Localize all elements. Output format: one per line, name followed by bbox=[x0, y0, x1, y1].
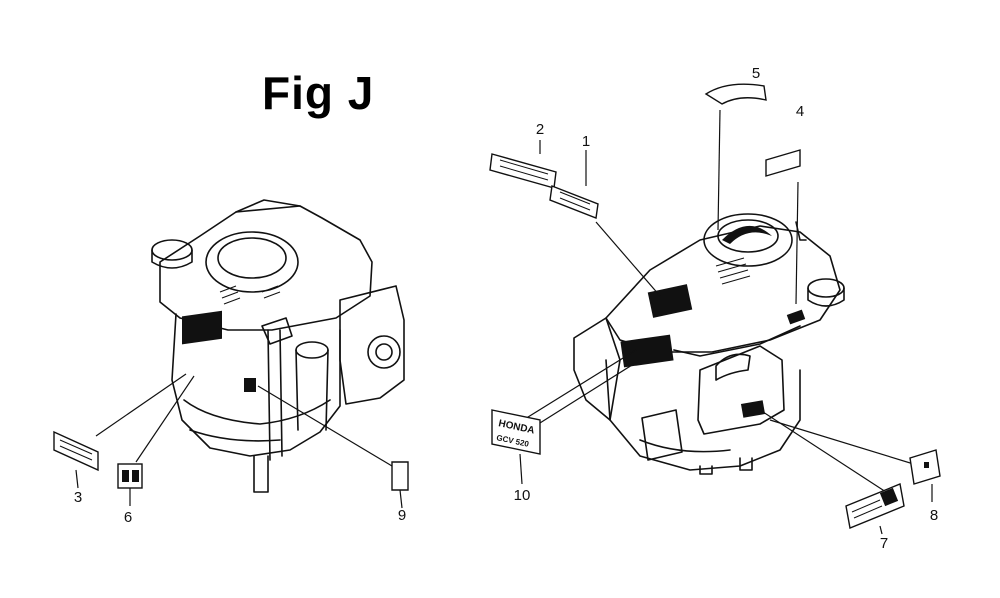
label-part-1 bbox=[549, 185, 599, 219]
label-area-right-lower bbox=[740, 400, 766, 418]
right-engine-drawing bbox=[573, 213, 845, 475]
left-engine-drawing bbox=[151, 199, 405, 493]
label-area-right-top bbox=[647, 284, 693, 318]
callout-1: 1 bbox=[582, 133, 590, 150]
label-part-9 bbox=[391, 461, 409, 491]
callout-6: 6 bbox=[124, 509, 132, 526]
callout-4: 4 bbox=[796, 103, 804, 120]
callout-10: 10 bbox=[514, 487, 531, 504]
callout-5: 5 bbox=[752, 65, 760, 82]
label-part-10 bbox=[491, 409, 541, 455]
label-part-3 bbox=[53, 430, 99, 472]
left-label-parts bbox=[53, 430, 409, 509]
label-part-4 bbox=[765, 149, 801, 177]
callout-8: 8 bbox=[930, 507, 938, 524]
callout-7: 7 bbox=[880, 535, 888, 552]
label-area-right-side bbox=[786, 309, 806, 325]
label-part-2 bbox=[489, 153, 557, 189]
label-area-left-side bbox=[244, 378, 256, 392]
callout-2: 2 bbox=[536, 121, 544, 138]
label-area-left-front bbox=[182, 310, 222, 345]
callout-3: 3 bbox=[74, 489, 82, 506]
callout-9: 9 bbox=[398, 507, 406, 524]
left-leader-lines bbox=[95, 373, 393, 467]
label-part-7 bbox=[845, 483, 905, 529]
label-part-5 bbox=[704, 83, 767, 105]
figure-title: Fig J bbox=[262, 67, 375, 119]
label-area-right-front bbox=[620, 334, 674, 368]
right-label-parts: HONDA GCV 520 bbox=[489, 83, 941, 535]
callout-numbers: 1 2 3 4 5 6 7 8 9 10 bbox=[74, 65, 938, 552]
right-leader-lines bbox=[519, 109, 921, 493]
